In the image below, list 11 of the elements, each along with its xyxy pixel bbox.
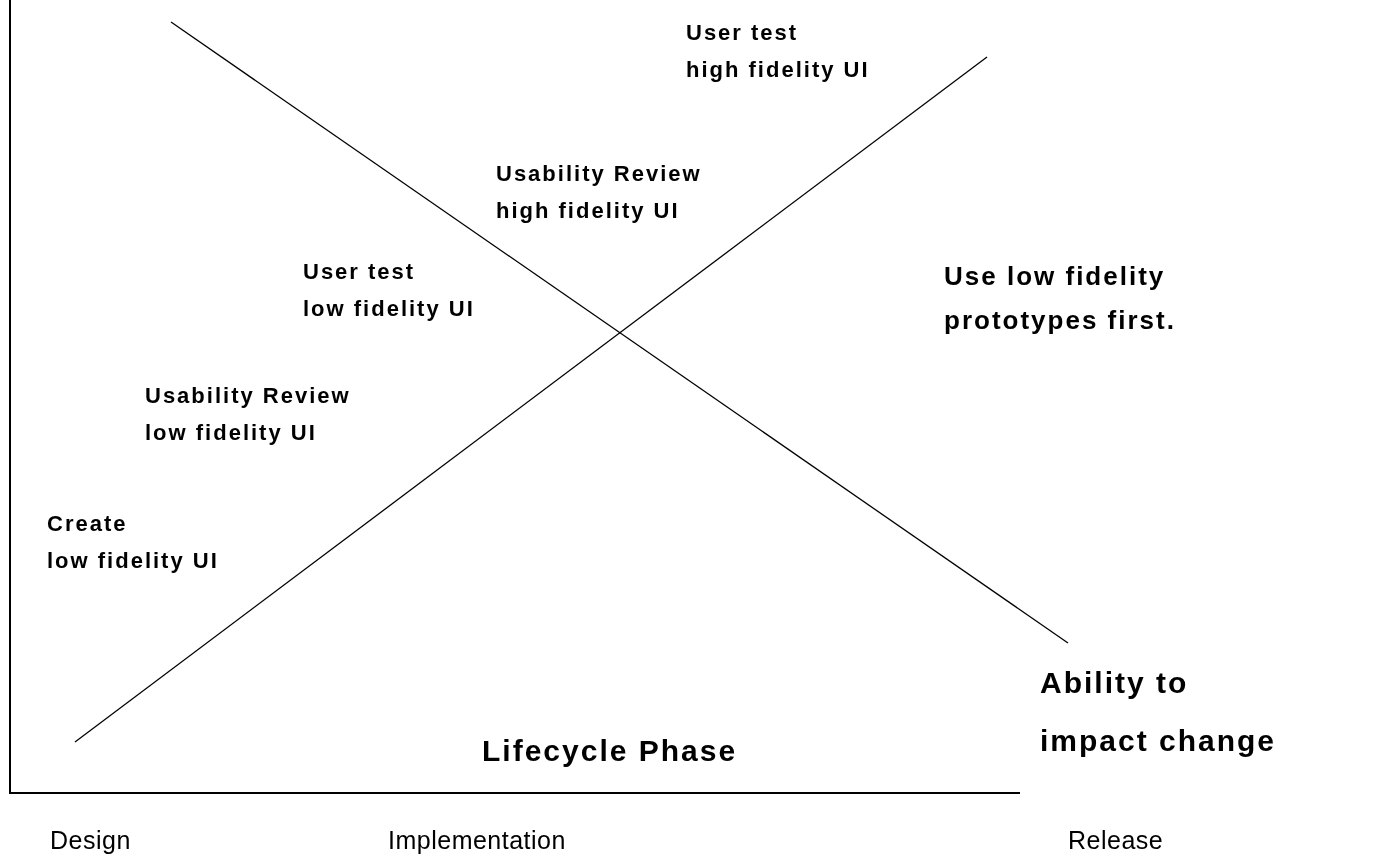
note-text: Use low fidelity prototypes first.	[944, 260, 1176, 337]
curve-label: Ability to impact change	[1040, 665, 1277, 759]
annotation-text: User test low fidelity UI	[303, 258, 475, 323]
annotation-text: Create low fidelity UI	[47, 510, 219, 575]
phase-label: Design	[50, 825, 131, 855]
annotation-text: Usability Review low fidelity UI	[145, 382, 351, 447]
axis-title: Lifecycle Phase	[482, 733, 738, 769]
phase-label: Release	[1068, 825, 1164, 855]
annotation-text: User test high fidelity UI	[686, 19, 870, 84]
annotation-text: Usability Review high fidelity UI	[496, 160, 702, 225]
phase-label: Implementation	[388, 825, 566, 855]
